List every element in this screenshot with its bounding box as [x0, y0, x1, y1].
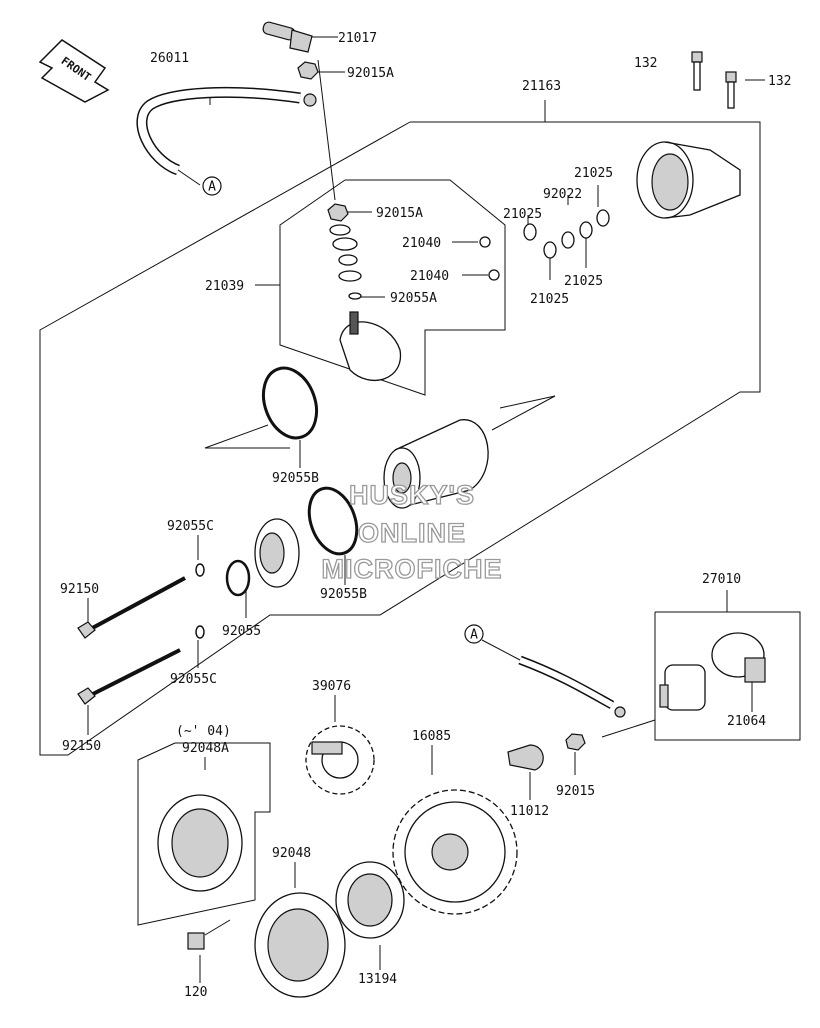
part-label-21017: 21017 — [338, 31, 377, 46]
relay-cover-21064 — [711, 632, 766, 683]
part-label-21040-a: 21040 — [402, 236, 441, 251]
part-label-16085: 16085 — [412, 729, 451, 744]
part-label-92015a-mid: 92015A — [376, 206, 423, 221]
part-label-21064: 21064 — [727, 714, 766, 729]
part-label-21025-a: 21025 — [503, 207, 542, 222]
idle-gear-39076 — [305, 725, 375, 795]
part-label-92055b-lower: 92055B — [320, 587, 367, 602]
part-label-92015: 92015 — [556, 784, 595, 799]
part-label-11012: 11012 — [510, 804, 549, 819]
nut-92015a-top — [297, 61, 319, 80]
bolt-120 — [187, 932, 205, 950]
terminal-boot-11012 — [507, 744, 544, 771]
part-label-132-right: 132 — [768, 74, 791, 89]
starter-motor-yoke — [383, 419, 489, 509]
part-labels: 21017 92015A 26011 21163 132 132 92015A … — [60, 31, 791, 1000]
part-label-92048: 92048 — [272, 846, 311, 861]
nut-92015 — [565, 733, 586, 751]
part-label-92055: 92055 — [222, 624, 261, 639]
flange-92048 — [254, 892, 346, 998]
relay-cable — [518, 655, 626, 718]
rear-cover — [636, 141, 741, 219]
part-label-26011: 26011 — [150, 51, 189, 66]
bolt-132-left — [691, 51, 703, 91]
front-cover — [254, 518, 300, 588]
part-label-21039: 21039 — [205, 279, 244, 294]
starter-clutch-gear-16085 — [392, 789, 518, 915]
part-label-21025-b: 21025 — [574, 166, 613, 181]
part-label-120: 120 — [184, 985, 207, 1000]
part-label-92015a-top: 92015A — [347, 66, 394, 81]
o-ring-92055b-lower — [307, 486, 359, 556]
starter-relay-27010 — [659, 664, 706, 711]
part-label-21163: 21163 — [522, 79, 561, 94]
front-arrow-icon — [38, 39, 110, 103]
watermark-line-1: HUSKY'S — [349, 480, 475, 510]
part-label-92150-upper: 92150 — [60, 582, 99, 597]
watermark-line-2: ONLINE — [358, 518, 466, 548]
long-bolt-92150-lower — [77, 648, 181, 705]
brush-spring-21040 — [479, 236, 500, 281]
part-label-21040-b: 21040 — [410, 269, 449, 284]
part-label-21025-d: 21025 — [530, 292, 569, 307]
o-ring-92055c — [195, 563, 205, 639]
part-label-92055a: 92055A — [390, 291, 437, 306]
leader-lines — [39, 36, 801, 983]
washer-stack — [327, 203, 362, 300]
part-label-132-left: 132 — [634, 56, 657, 71]
terminal-cap-21017 — [262, 21, 313, 53]
part-label-92022: 92022 — [543, 187, 582, 202]
part-label-13194: 13194 — [358, 972, 397, 987]
ref-marker-label: A — [470, 628, 478, 643]
part-label-92055c-lower: 92055C — [170, 672, 217, 687]
brush-holder-21039 — [339, 311, 402, 381]
one-way-clutch-13194 — [335, 861, 405, 939]
note-years: (~' 04) — [176, 724, 231, 739]
ref-marker-a-upper: A — [202, 176, 222, 196]
part-label-27010: 27010 — [702, 572, 741, 587]
part-label-92055b-upper: 92055B — [272, 471, 319, 486]
shim-washers — [523, 209, 610, 259]
part-label-92048a: 92048A — [182, 741, 229, 756]
watermark-line-3: MICROFICHE — [322, 554, 503, 584]
flange-92048a — [157, 794, 243, 892]
o-ring-92055b-upper — [261, 366, 319, 440]
ref-marker-a-lower: A — [464, 624, 484, 644]
part-label-39076: 39076 — [312, 679, 351, 694]
o-ring-92055 — [225, 559, 251, 597]
watermark: HUSKY'S ONLINE MICROFICHE — [321, 479, 503, 584]
part-label-21025-c: 21025 — [564, 274, 603, 289]
starter-cable-26011 — [136, 86, 317, 176]
ref-marker-label: A — [208, 180, 216, 195]
long-bolt-92150-upper — [77, 576, 186, 639]
part-label-92055c-upper: 92055C — [167, 519, 214, 534]
bolt-132-right — [725, 71, 737, 109]
part-label-92150-lower: 92150 — [62, 739, 101, 754]
